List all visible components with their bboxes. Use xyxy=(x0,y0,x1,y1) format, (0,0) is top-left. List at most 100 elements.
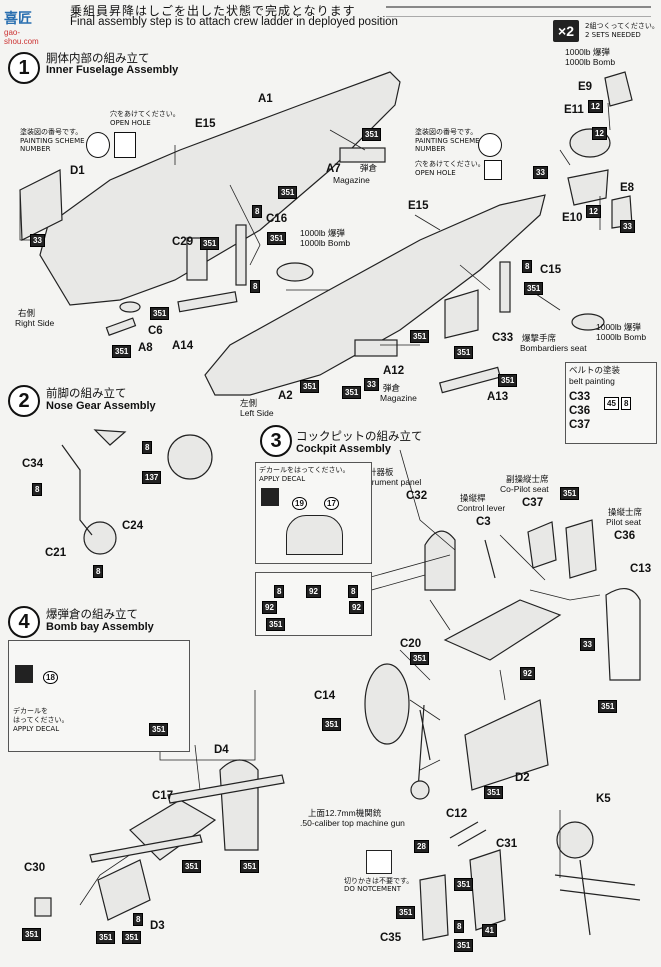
label-c16: C16 xyxy=(266,213,288,225)
code-33-d: 33 xyxy=(620,220,635,233)
belt-part-c36: C36 xyxy=(569,405,591,417)
sets-ja: 2組つくってください。 xyxy=(585,22,659,30)
code-12-a: 12 xyxy=(588,100,603,113)
step-4-number: 4 xyxy=(8,606,40,638)
label-bomb-r-ja: 1000lb 爆弾 xyxy=(596,322,641,332)
rack-c15 xyxy=(499,261,511,313)
step-3-title-ja: コックピットの組み立て xyxy=(296,429,423,443)
bomb-right xyxy=(276,262,314,282)
hole-note-ja: 穴をあけてください。 xyxy=(110,110,180,118)
label-c37: C37 xyxy=(522,497,544,509)
label-e15-2: E15 xyxy=(408,200,429,212)
label-e8: E8 xyxy=(620,182,635,194)
code-351-a: 351 xyxy=(278,186,298,199)
fuselage-half-a1 xyxy=(39,71,401,306)
wheel-137 xyxy=(167,434,213,480)
label-left-en: Left Side xyxy=(240,408,274,418)
label-copilot-ja: 副操縦士席 xyxy=(506,474,549,484)
code-12-c: 12 xyxy=(586,205,601,218)
control-lever-c3 xyxy=(484,539,496,579)
notch-en: DO NOTCEMENT xyxy=(344,885,402,893)
label-a8: A8 xyxy=(138,342,153,354)
belt-painting-box: ベルトの塗装 belt painting C33 C36 C37 45 8 xyxy=(565,362,657,444)
bomb-bay-beam-lower xyxy=(89,834,203,863)
label-lever-ja: 操縦桿 xyxy=(460,493,486,503)
code-351-k: 351 xyxy=(342,386,362,399)
code-8-b: 8 xyxy=(250,280,261,293)
label-c36: C36 xyxy=(614,530,636,542)
header-english: Final assembly step is to attach crew la… xyxy=(70,16,398,28)
label-c29: C29 xyxy=(172,236,194,248)
label-c32: C32 xyxy=(406,490,428,502)
label-magazine-ja-2: 弾倉 xyxy=(383,383,401,393)
label-c21: C21 xyxy=(45,547,67,559)
label-gun-ja: 上面12.7mm機関銃 xyxy=(308,808,382,818)
code-351-r: 351 xyxy=(182,860,202,873)
rack-a13 xyxy=(438,366,502,394)
label-d3: D3 xyxy=(150,920,165,932)
step-4-title-ja: 爆弾倉の組み立て xyxy=(46,607,138,621)
rack-c16 xyxy=(235,224,247,286)
label-pilot-ja: 操縦士席 xyxy=(608,507,643,517)
crew-ladder xyxy=(417,704,431,791)
code-351-n: 351 xyxy=(410,652,430,665)
label-a13: A13 xyxy=(487,391,509,403)
code-41: 41 xyxy=(482,924,497,937)
bomb-right-2 xyxy=(571,313,605,331)
label-panel-en: Instrument panel xyxy=(358,477,422,487)
label-k5: K5 xyxy=(596,793,611,805)
label-a2: A2 xyxy=(278,390,293,402)
label-lever-en: Control lever xyxy=(457,503,506,513)
label-a12: A12 xyxy=(383,365,405,377)
lever-code-92a: 92 xyxy=(306,585,321,598)
belt-title-ja: ベルトの塗装 xyxy=(569,365,621,375)
magazine-a7 xyxy=(339,147,386,163)
lever-code-8b: 8 xyxy=(348,585,359,598)
label-e11: E11 xyxy=(564,104,584,116)
code-8-e: 8 xyxy=(32,483,43,496)
turret-guns xyxy=(554,874,641,901)
part-a8 xyxy=(105,317,137,336)
scheme-note-en2-2: NUMBER xyxy=(415,145,446,153)
watermark-logo-text: 喜匠 xyxy=(4,11,32,27)
scheme-note-en1: PAINTING SCHEME xyxy=(20,137,85,145)
watermark-logo: 喜匠 gao-shou.com xyxy=(4,8,52,46)
code-33-c: 33 xyxy=(364,378,379,391)
part-c30 xyxy=(34,897,52,917)
scheme-note-ja: 塗装図の番号です。 xyxy=(20,128,83,136)
watermark-url: gao-shou.com xyxy=(4,28,39,46)
decal-ja: デカールをはってください。 xyxy=(259,466,350,474)
step-1-title-en: Inner Fuselage Assembly xyxy=(46,64,179,76)
control-lever-box: 8 92 8 92 92 351 xyxy=(255,572,372,636)
label-bomb1000-en: 1000lb Bomb xyxy=(300,238,351,248)
nose-wheel-c21 xyxy=(83,521,117,555)
label-bomb-seat-ja: 爆撃手席 xyxy=(522,333,557,343)
code-8-g: 8 xyxy=(133,913,144,926)
label-a14: A14 xyxy=(172,340,194,352)
step-2-number: 2 xyxy=(8,385,40,417)
ladder-wheel xyxy=(410,780,430,800)
code-351-p: 351 xyxy=(598,700,618,713)
decal-icon-2 xyxy=(15,665,33,683)
sets-badge: ×2 xyxy=(553,20,579,42)
code-351-d: 351 xyxy=(200,237,220,250)
label-magazine-ja: 弾倉 xyxy=(360,163,378,173)
code-351-f: 351 xyxy=(112,345,132,358)
label-c15: C15 xyxy=(540,264,562,276)
code-351-c: 351 xyxy=(267,232,287,245)
label-c14: C14 xyxy=(314,690,336,702)
part-c6 xyxy=(119,301,141,313)
decal-code-17: 17 xyxy=(324,497,339,510)
code-351-v: 351 xyxy=(122,931,142,944)
label-c30: C30 xyxy=(24,862,46,874)
label-d4: D4 xyxy=(214,744,229,756)
belt-title-en: belt painting xyxy=(569,376,615,386)
bomb-bay-bulkhead-d4 xyxy=(219,759,259,851)
label-bomb1000-ja: 1000lb 爆弾 xyxy=(300,228,345,238)
seat-c33 xyxy=(444,289,479,339)
code-351-q: 351 xyxy=(484,786,504,799)
copilot-seat-c37 xyxy=(527,521,557,569)
open-hole-icon xyxy=(114,132,136,158)
turret-k5 xyxy=(556,821,594,859)
code-351-s: 351 xyxy=(240,860,260,873)
